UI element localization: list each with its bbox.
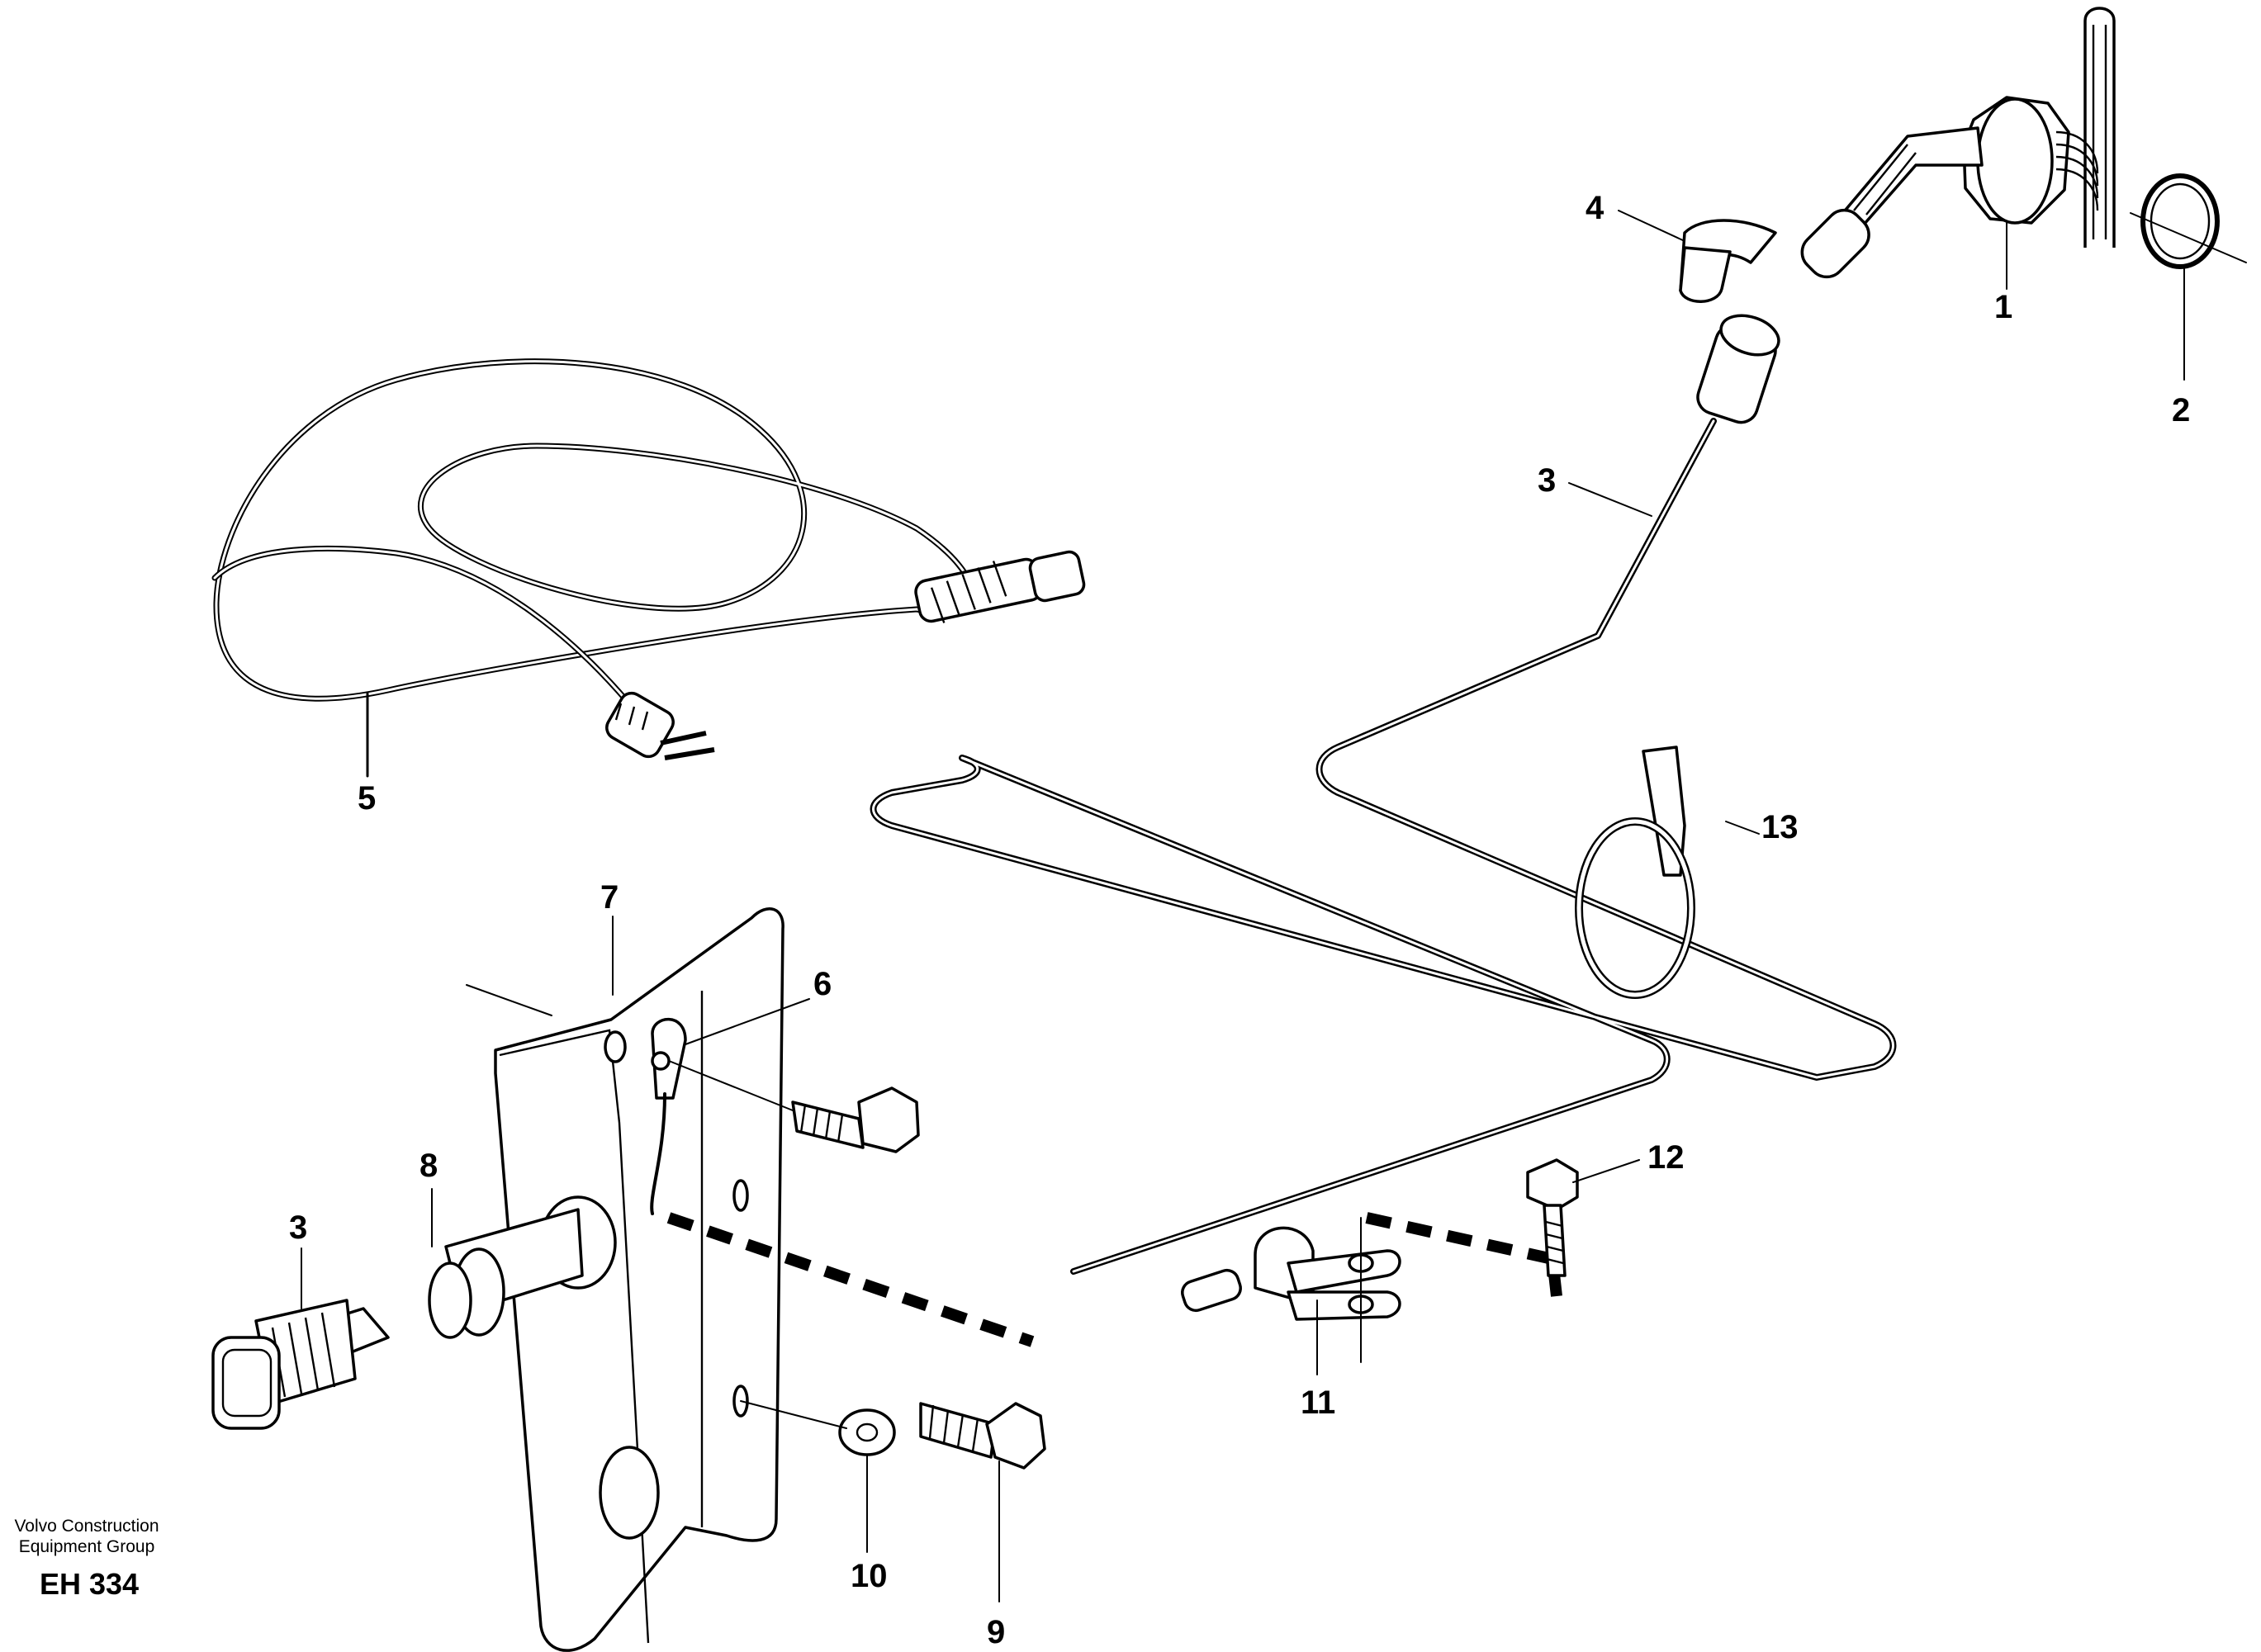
callout-8: 8	[419, 1148, 438, 1184]
callout-3-lower: 3	[289, 1209, 307, 1246]
callout-13: 13	[1761, 809, 1799, 845]
sensor-wire-part	[870, 314, 1897, 1313]
heater-element-part	[1800, 7, 2116, 279]
callout-11: 11	[1301, 1385, 1335, 1421]
callout-12: 12	[1647, 1139, 1685, 1176]
bushing-part	[428, 1195, 617, 1339]
callout-6: 6	[813, 966, 832, 1002]
callout-9: 9	[987, 1614, 1005, 1650]
power-cord-part	[211, 358, 1086, 778]
callout-2: 2	[2172, 392, 2190, 428]
sensor-plug-part	[211, 1299, 390, 1430]
callout-3: 3	[1538, 462, 1556, 499]
callout-7: 7	[600, 879, 619, 916]
leader-lines	[301, 210, 2185, 1602]
bolt-12-part	[1526, 1158, 1579, 1277]
bolt-9-part	[919, 1402, 1046, 1470]
diagram-code: EH 334	[40, 1567, 140, 1601]
clamp-part	[1254, 1217, 1401, 1363]
callout-10: 10	[851, 1558, 888, 1594]
callout-4: 4	[1586, 190, 1605, 226]
bracket-part	[466, 907, 784, 1652]
company-line-1: Volvo Construction	[14, 1517, 159, 1536]
callout-labels: 1 2 3 4 5 6 7 8 3 9 10 11 12 13	[289, 190, 2190, 1650]
cable-lug-part	[650, 1017, 920, 1215]
callout-1: 1	[1994, 289, 2012, 325]
clip-part	[1679, 219, 1777, 303]
callout-5: 5	[358, 780, 376, 817]
cable-tie-part	[1575, 746, 1695, 999]
sealing-ring-part	[2130, 173, 2247, 269]
company-line-2: Equipment Group	[18, 1537, 155, 1556]
company-credit: Volvo Construction Equipment Group	[0, 1516, 173, 1557]
